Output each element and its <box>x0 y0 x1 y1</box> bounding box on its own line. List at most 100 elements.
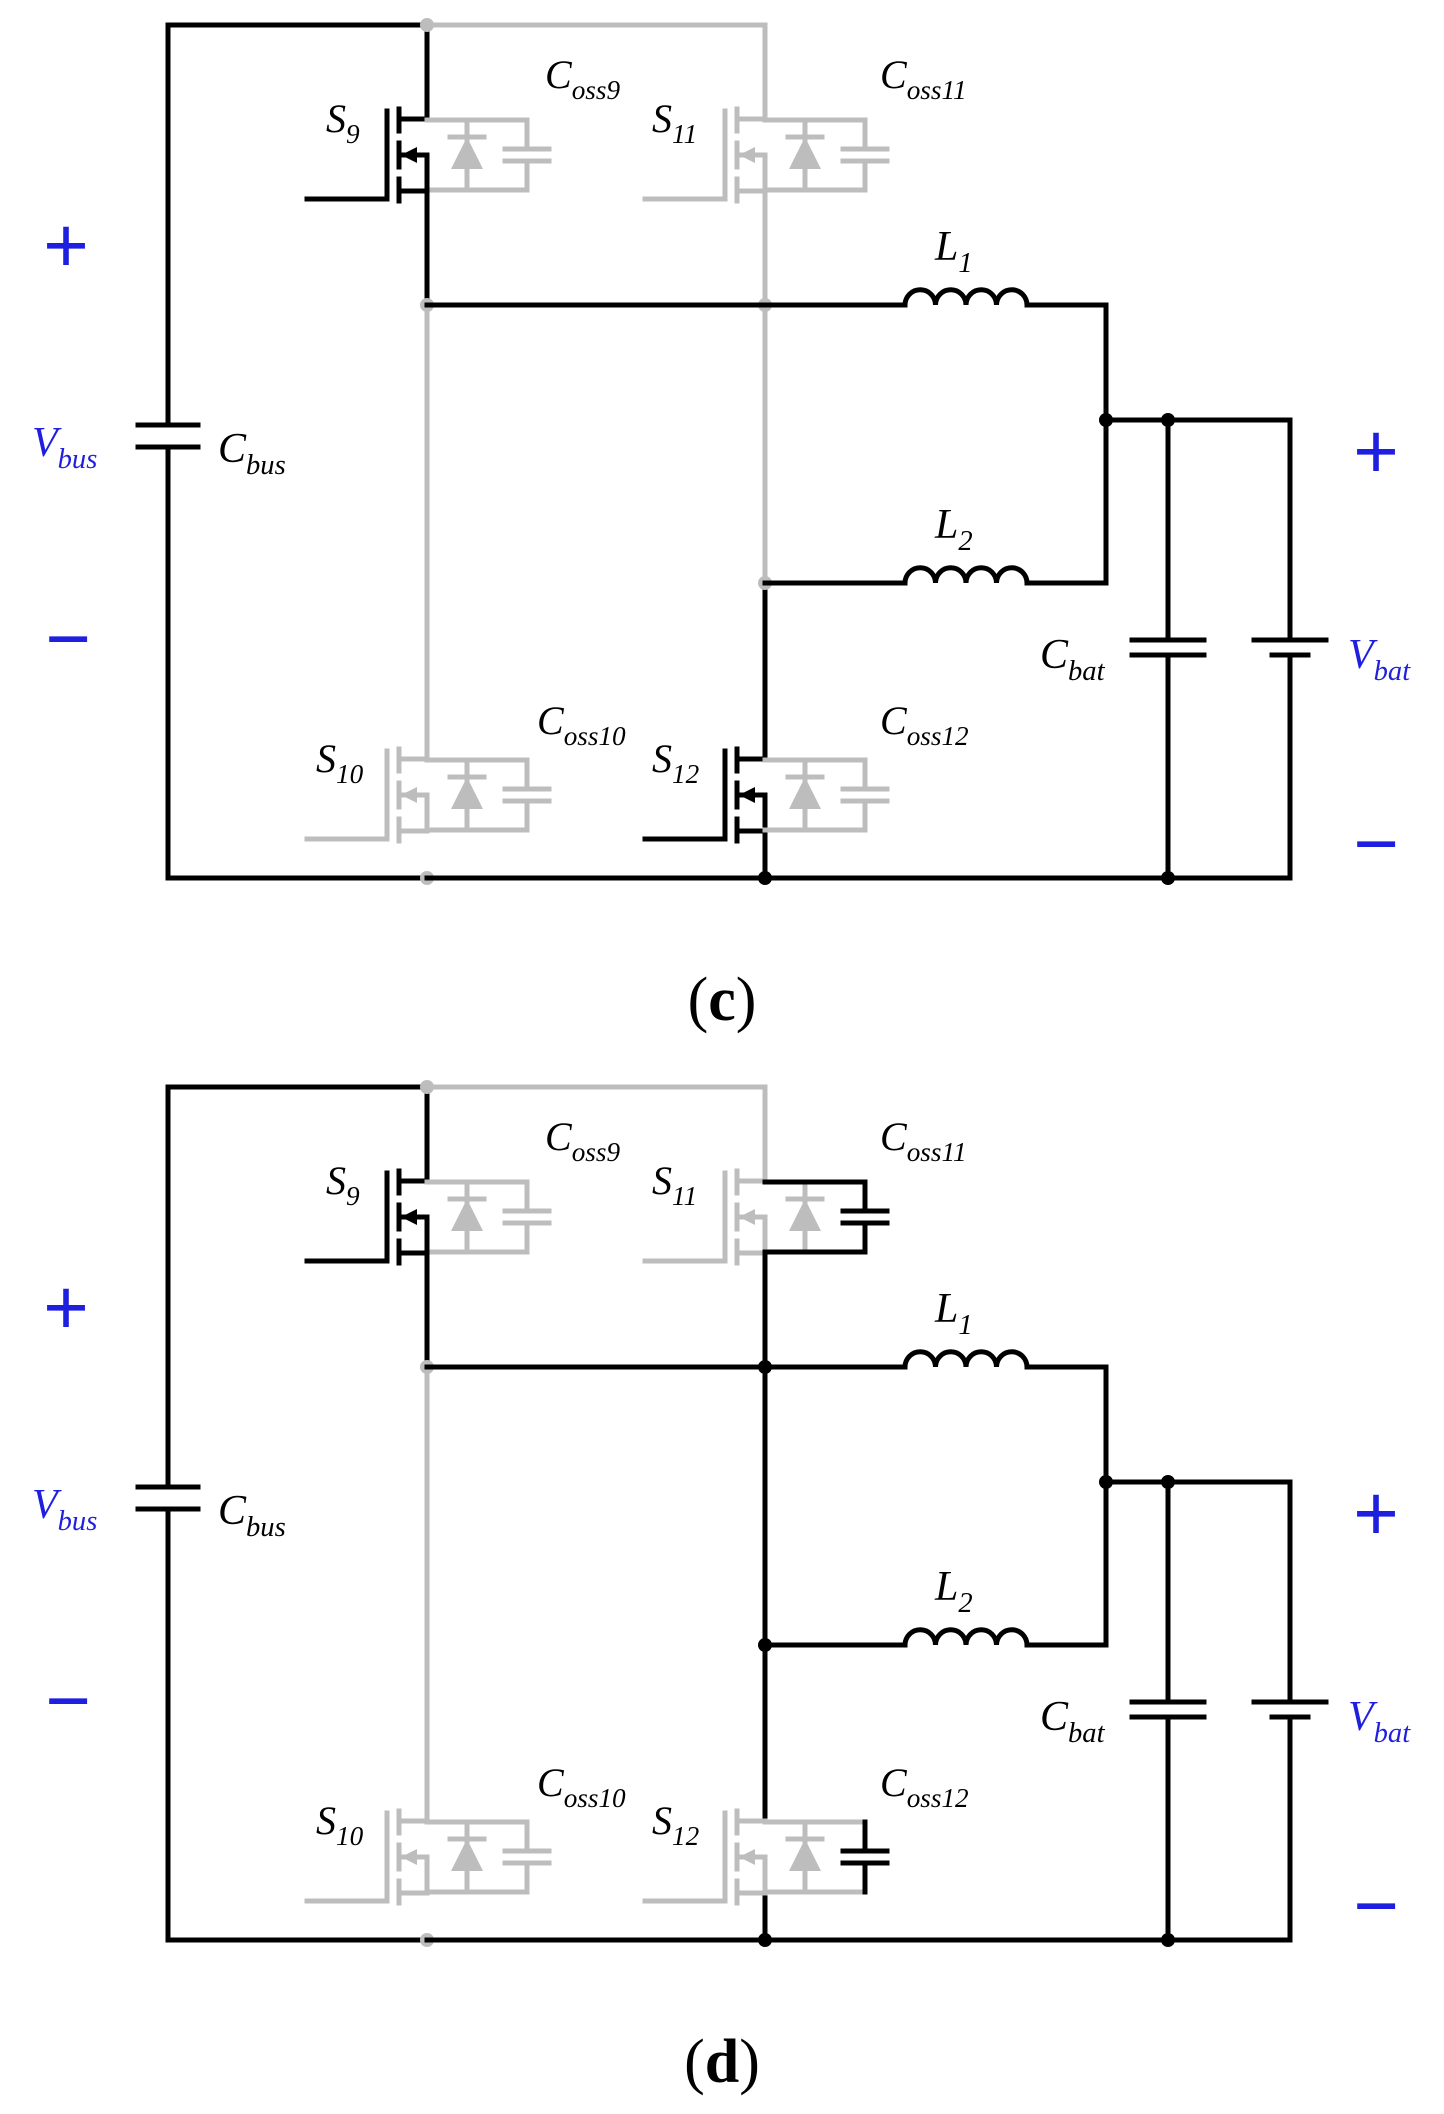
plus-left-sign: + <box>43 201 89 289</box>
source-lead <box>734 1249 768 1256</box>
plus-left-sign: + <box>43 1263 89 1351</box>
vbus-label: Vbus <box>32 420 97 475</box>
drain-lead <box>734 116 768 123</box>
l1-wire-right <box>1024 302 1109 423</box>
diode-triangle <box>451 137 483 169</box>
coss9-label-sub: oss9 <box>572 1137 621 1167</box>
l2-label-main: L <box>934 1564 958 1610</box>
coss12-label-main: C <box>880 1760 908 1805</box>
junction-dot <box>420 1080 434 1094</box>
coss9-label-sub: oss9 <box>572 75 621 105</box>
coss9-label: Coss9 <box>545 52 620 105</box>
l1-wire-right <box>1024 1364 1109 1485</box>
coss12-label-main: C <box>880 698 908 743</box>
source-lead <box>734 1889 768 1896</box>
vbat-label-main: V <box>1348 632 1378 678</box>
vbus-label-sub: bus <box>58 444 98 475</box>
body-arrow <box>739 1209 755 1225</box>
s12-label-main: S <box>652 1798 672 1843</box>
cbat-label: Cbat <box>1040 1694 1106 1749</box>
s12-label: S12 <box>652 736 699 789</box>
source-lead <box>734 187 768 194</box>
l2-label-main: L <box>934 502 958 548</box>
caption-paren: ( <box>688 966 709 1034</box>
vbat-label-sub: bat <box>1374 1718 1412 1749</box>
l2-label: L2 <box>934 502 973 557</box>
coss9-label: Coss9 <box>545 1114 620 1167</box>
cbus-label-main: C <box>218 1488 247 1534</box>
l1-label-sub: 1 <box>958 248 972 279</box>
junction-dot <box>1161 871 1175 885</box>
s12-label-sub: 12 <box>672 759 699 789</box>
l2-label-sub: 2 <box>958 526 972 557</box>
vbat-label: Vbat <box>1348 632 1411 687</box>
coss9-cap <box>502 117 552 193</box>
s10-label-main: S <box>316 1798 336 1843</box>
s10-label-main: S <box>316 736 336 781</box>
source-lead <box>396 1889 430 1896</box>
cbus-label: Cbus <box>218 426 286 481</box>
panel-caption: (c) <box>688 966 757 1034</box>
source-lead <box>396 827 430 834</box>
drain-lead <box>734 1818 768 1825</box>
coss12-label-sub: oss12 <box>907 1783 969 1813</box>
coss10-cap <box>502 757 552 833</box>
diode-triangle <box>451 1199 483 1231</box>
coss12-label: Coss12 <box>880 698 969 751</box>
junction-dot <box>1099 413 1113 427</box>
caption-letter: d <box>705 2028 739 2096</box>
bus-wire-bottom <box>165 444 430 881</box>
junction-dot <box>758 1933 772 1947</box>
body-arrow <box>401 1209 417 1225</box>
inductor-coil <box>902 565 1030 586</box>
diode-triangle <box>789 1839 821 1871</box>
bus-wire-top <box>165 22 430 428</box>
s12-label-main: S <box>652 736 672 781</box>
cbus-label-main: C <box>218 426 247 472</box>
l2-label: L2 <box>934 1564 973 1619</box>
drain-lead <box>396 756 430 763</box>
minus-right-sign: − <box>1353 799 1399 887</box>
s10-label: S10 <box>316 736 364 789</box>
s11-label-sub: 11 <box>672 1181 697 1211</box>
coss10-label-main: C <box>537 1760 565 1805</box>
l1-label-sub: 1 <box>958 1310 972 1341</box>
cbat-label-sub: bat <box>1068 1718 1106 1749</box>
coss10-label-main: C <box>537 698 565 743</box>
s10-label-sub: 10 <box>336 759 364 789</box>
s12-switch <box>642 746 868 844</box>
l2-wire-right <box>1024 417 1109 586</box>
coss12-cap <box>840 757 890 833</box>
drain-lead <box>396 1818 430 1825</box>
coss11-label: Coss11 <box>880 1114 967 1167</box>
l2-wire-right <box>1024 1479 1109 1648</box>
coss11-label: Coss11 <box>880 52 967 105</box>
cbat-label-main: C <box>1040 1694 1069 1740</box>
inductor-coil <box>902 1349 1030 1370</box>
s9-switch <box>304 106 530 204</box>
l2-inductor <box>902 1627 1030 1648</box>
l1-inductor <box>902 1349 1030 1370</box>
minus-left-sign: − <box>45 1656 91 1744</box>
caption-letter: c <box>708 966 736 1034</box>
cbus-label: Cbus <box>218 1488 286 1543</box>
vbus-label-sub: bus <box>58 1506 98 1537</box>
body-arrow <box>401 1849 417 1865</box>
caption-paren: ( <box>684 2028 705 2096</box>
s9-label-main: S <box>326 1158 346 1203</box>
coss10-label: Coss10 <box>537 1760 626 1813</box>
l1-inductor <box>902 287 1030 308</box>
bus-wire-bottom <box>165 1506 430 1943</box>
l2-inductor <box>902 565 1030 586</box>
caption-paren: ) <box>739 2028 760 2096</box>
l1-label: L1 <box>934 1286 973 1341</box>
coss11-cap <box>840 1179 890 1255</box>
l1-label-main: L <box>934 224 958 270</box>
bus-wire-top <box>165 1084 430 1490</box>
coss12-label-sub: oss12 <box>907 721 969 751</box>
inductor-coil <box>902 287 1030 308</box>
coss11-label-main: C <box>880 1114 908 1159</box>
panel-caption: (d) <box>684 2028 760 2096</box>
